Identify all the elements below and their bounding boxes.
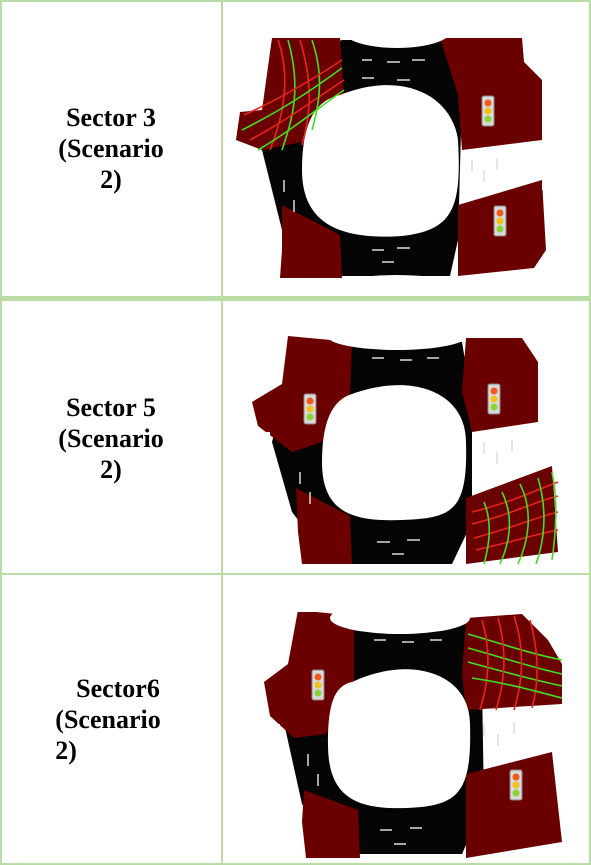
sector-lower-right [466, 752, 562, 858]
row-label-cell: Sector 5 (Scenario 2) [0, 302, 222, 574]
table-border [0, 863, 591, 865]
row-label-cell: Sector 3 (Scenario 2) [0, 0, 222, 297]
simulation-image [222, 0, 591, 297]
roundabout-map [222, 302, 591, 574]
row-label-cell: Sector6 (Scenario 2) [0, 574, 222, 865]
sector-lower-left [280, 205, 342, 278]
scenario-line: (Scenario [58, 423, 164, 453]
scenario-number: 2) [100, 165, 122, 194]
table-row: Sector 5 (Scenario 2) [0, 302, 591, 574]
traffic-light-icon [509, 769, 523, 801]
traffic-light-icon [311, 669, 325, 701]
sector-lower-left [302, 790, 360, 858]
sector-name: Sector 3 [66, 103, 156, 132]
vehicle-paths [471, 471, 559, 565]
table-border [0, 0, 591, 2]
table-border [589, 0, 591, 865]
sector-label: Sector6 (Scenario 2) [55, 673, 160, 766]
traffic-light-icon [481, 95, 495, 127]
simulation-image [222, 574, 591, 865]
vehicle-paths [467, 615, 563, 711]
scenario-number: 2) [55, 736, 77, 765]
sector-label: Sector 5 (Scenario 2) [58, 392, 163, 485]
scenario-number: 2) [100, 454, 122, 484]
sector-upper-right [462, 614, 562, 710]
table-row: Sector6 (Scenario 2) [0, 574, 591, 865]
traffic-light-icon [303, 393, 317, 425]
sector-name: Sector 5 [66, 392, 156, 422]
sector-lower-left [296, 488, 352, 564]
sector-upper-right [440, 38, 542, 150]
sector-label: Sector 3 (Scenario 2) [58, 102, 163, 195]
roundabout-map [222, 574, 591, 865]
traffic-light-icon [493, 205, 507, 237]
simulation-image [222, 302, 591, 574]
table-row: Sector 3 (Scenario 2) [0, 0, 591, 297]
scenario-line: (Scenario [58, 134, 164, 163]
traffic-light-icon [487, 383, 501, 415]
scenario-line: (Scenario [55, 705, 161, 734]
vehicle-paths [241, 39, 345, 151]
column-divider [221, 0, 223, 865]
sector-name: Sector6 [76, 674, 160, 703]
row-divider [0, 573, 591, 575]
roundabout-map [222, 0, 591, 295]
table-border [0, 0, 2, 865]
row-divider [0, 296, 591, 301]
